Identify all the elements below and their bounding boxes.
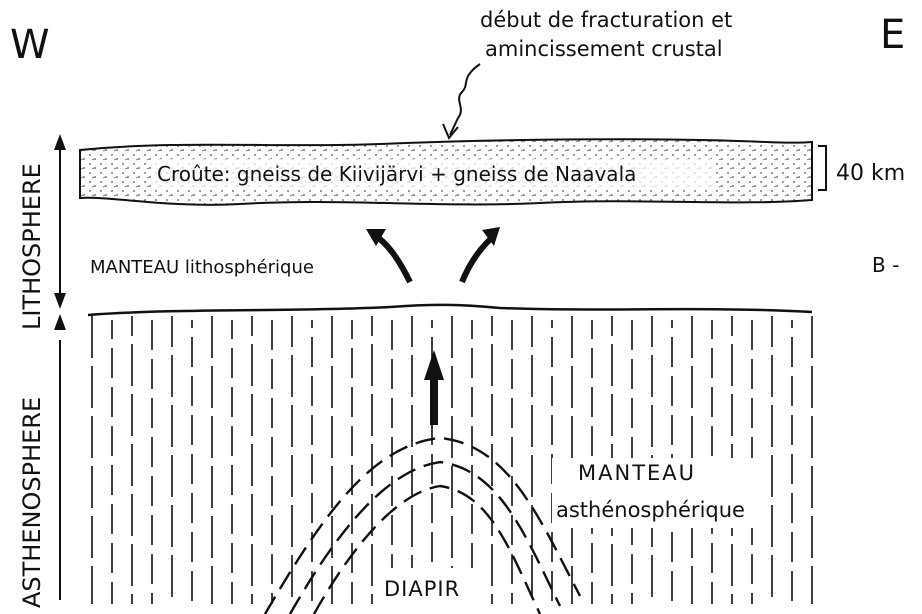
lithospheric-mantle-label: MANTEAU lithosphérique [90, 257, 314, 278]
asthenosphere-label: ASTHENOSPHERE [18, 397, 46, 608]
annotation-squiggle-arrow [443, 64, 480, 138]
thickness-label: 40 km [836, 161, 905, 186]
upwelling-arrow-left [366, 229, 410, 282]
asthenospheric-mantle-label-line2: asthénosphérique [556, 498, 745, 522]
west-direction-label: W [10, 22, 50, 68]
fracturation-annotation-line1: début de fracturation et [480, 8, 732, 32]
lithosphere-asthenosphere-boundary [88, 305, 812, 315]
lithosphere-label: LITHOSPHERE [18, 163, 46, 330]
asthenosphere-arrow [54, 314, 66, 600]
panel-label: B - [872, 253, 899, 277]
east-direction-label: E [880, 12, 905, 58]
diapir-label: DIAPIR [384, 577, 460, 601]
lithosphere-double-arrow [54, 134, 66, 309]
fracturation-annotation-line2: amincissement crustal [485, 37, 723, 61]
upwelling-arrow-right [462, 227, 500, 282]
asthenospheric-mantle-label-line1: MANTEAU [578, 461, 696, 485]
central-rising-arrow [424, 350, 444, 425]
thickness-bracket [818, 146, 826, 190]
crust-label: Croûte: gneiss de Kiivijärvi + gneiss de… [157, 162, 636, 186]
